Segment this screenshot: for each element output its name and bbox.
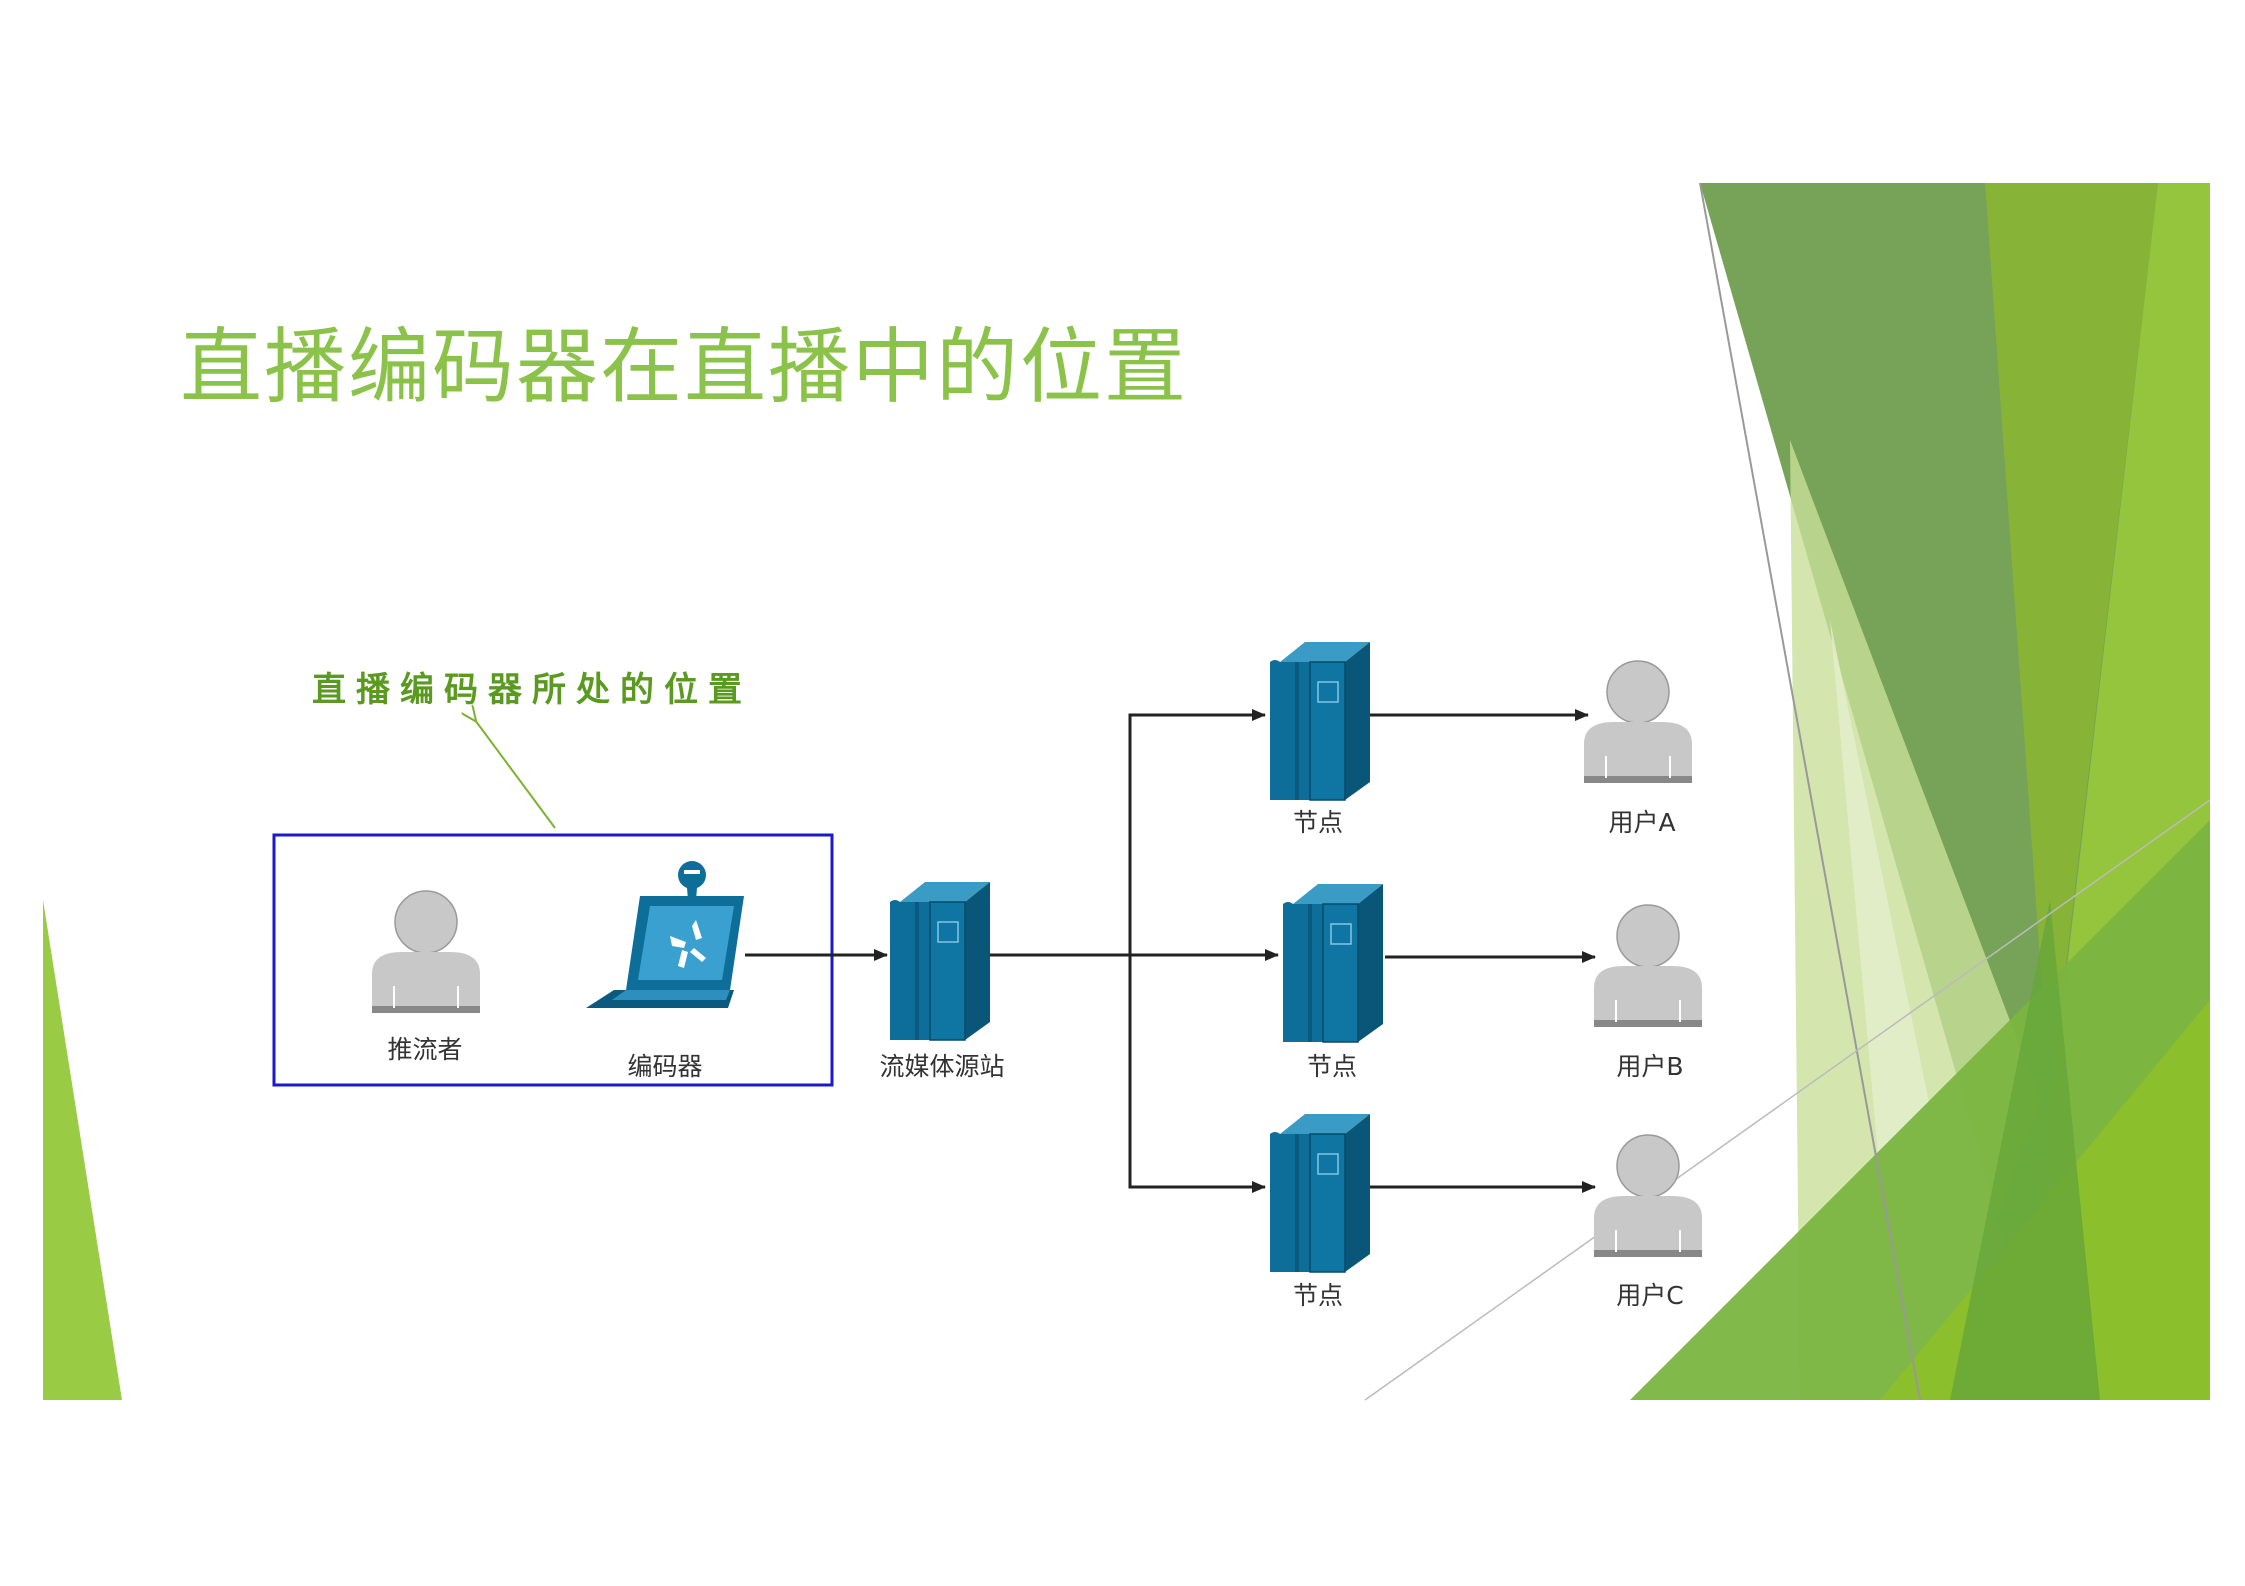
relay-node-mid-icon <box>1282 883 1384 1043</box>
encoder-highlight-box <box>272 833 834 1087</box>
slide-title: 直播编码器在直播中的位置 <box>180 320 1189 415</box>
edge-origin-top <box>1128 709 1266 955</box>
decor-left-sliver <box>43 900 122 1400</box>
relay-mid-label: 节点 <box>1306 1052 1358 1081</box>
pusher-label: 推流者 <box>387 1035 463 1064</box>
user-a-icon <box>1583 660 1693 784</box>
origin-label: 流媒体源站 <box>879 1052 1005 1081</box>
relay-bot-label: 节点 <box>1292 1281 1344 1310</box>
user-c-label: 用户C <box>1616 1281 1684 1310</box>
annotation-arrow <box>475 720 556 829</box>
annotation-label: 直播编码器所处的位置 <box>312 670 752 710</box>
encoder-label: 编码器 <box>627 1052 703 1081</box>
edge-origin-bot <box>1128 955 1266 1193</box>
user-a-label: 用户A <box>1608 808 1676 837</box>
user-b-icon <box>1593 904 1703 1028</box>
pusher-icon <box>371 890 481 1014</box>
relay-node-bot-icon <box>1269 1113 1371 1273</box>
user-b-label: 用户B <box>1616 1052 1684 1081</box>
origin-server-icon <box>889 881 991 1041</box>
relay-node-top-icon <box>1269 641 1371 801</box>
user-c-icon <box>1593 1134 1703 1258</box>
connectors <box>745 709 1596 1193</box>
relay-top-label: 节点 <box>1292 808 1344 837</box>
encoder-laptop-icon <box>586 861 744 1008</box>
decor-right-facets <box>1364 182 2211 1401</box>
